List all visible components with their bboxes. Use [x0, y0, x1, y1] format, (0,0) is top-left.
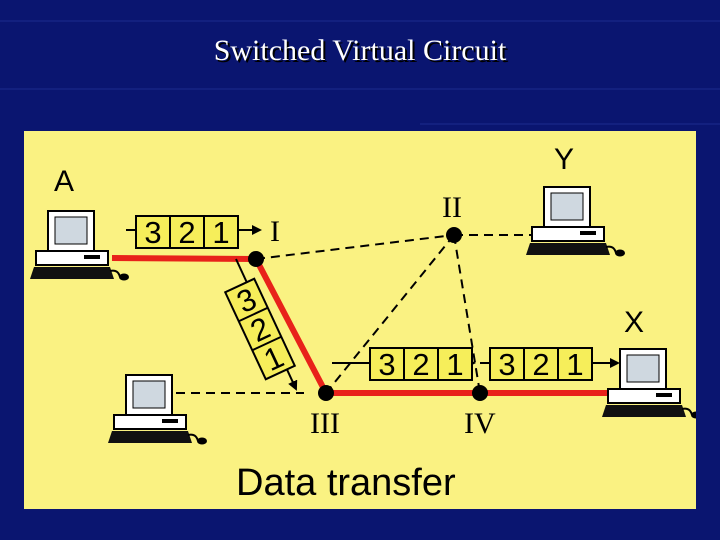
- label-node-iv: IV: [464, 407, 496, 440]
- diagram-panel: [24, 131, 696, 509]
- switch-node-iv: [472, 385, 488, 401]
- packet-2: 2: [178, 215, 195, 250]
- circuit-path: [111, 255, 614, 396]
- packet-1: 1: [566, 347, 583, 382]
- packet-3: 3: [498, 347, 515, 382]
- packet-1: 1: [446, 347, 463, 382]
- packet-3: 3: [144, 215, 161, 250]
- packet-3: 3: [378, 347, 395, 382]
- packet-group-i-iii: 3 2 1: [223, 277, 297, 381]
- label-x: X: [624, 306, 644, 339]
- diagram-caption: Data transfer: [236, 462, 456, 504]
- packet-group-iii-iv: 3 2 1: [369, 347, 473, 382]
- label-node-i: I: [270, 215, 280, 248]
- packet-group-iv-x: 3 2 1: [489, 347, 593, 382]
- packet-1: 1: [212, 215, 229, 250]
- switch-node-ii: [446, 227, 462, 243]
- label-y: Y: [554, 143, 574, 176]
- switch-node-iii: [318, 385, 334, 401]
- slide-title: Switched Virtual Circuit: [213, 34, 507, 67]
- packet-2: 2: [412, 347, 429, 382]
- packet-2: 2: [532, 347, 549, 382]
- packet-group-a-i: 3 2 1: [135, 215, 239, 250]
- dashed-links: [176, 234, 532, 394]
- svc-diagram: 3 2 1 3 2 1 3 2 1 3 2 1 A Y X I: [24, 131, 696, 509]
- switch-node-i: [248, 251, 264, 267]
- label-node-ii: II: [442, 191, 462, 224]
- label-node-iii: III: [310, 407, 340, 440]
- label-a: A: [54, 165, 74, 198]
